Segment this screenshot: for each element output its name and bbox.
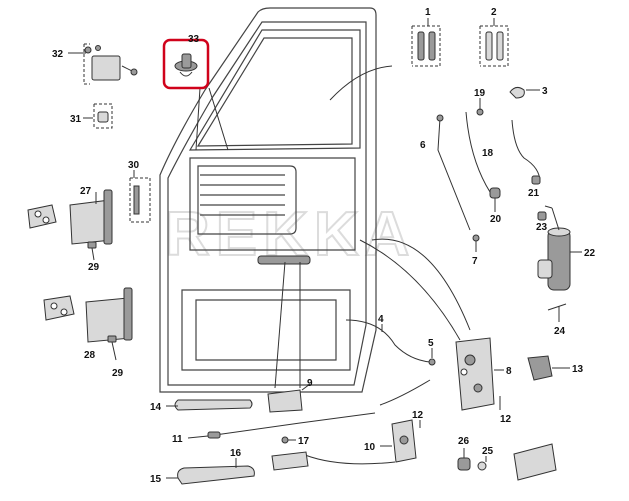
part-26-nut [457, 448, 471, 471]
part-29a-bolt [87, 241, 97, 261]
part-8-latch [455, 337, 504, 411]
callout-6: 6 [420, 140, 426, 151]
callout-4: 4 [378, 314, 384, 325]
part-24-rod [547, 303, 567, 322]
part-inner-release [271, 451, 309, 471]
part-21-rod [511, 119, 541, 185]
callout-29-upper: 29 [88, 262, 100, 273]
callout-32: 32 [52, 49, 64, 60]
callout-28: 28 [84, 350, 96, 361]
callout-18: 18 [482, 148, 494, 159]
callout-11: 11 [172, 434, 183, 445]
callout-14: 14 [150, 402, 162, 413]
callout-29-lower: 29 [112, 368, 124, 379]
callout-21: 21 [528, 188, 540, 199]
callout-17: 17 [298, 436, 310, 447]
part-5-clip [428, 348, 436, 366]
part-7-clip [472, 234, 480, 252]
part-14-handle [166, 399, 253, 411]
part-13-bumper [527, 355, 570, 381]
callout-33: 33 [188, 34, 200, 45]
callout-9: 9 [307, 378, 313, 389]
part-3-clip [509, 86, 540, 99]
callout-25: 25 [482, 446, 494, 457]
door-shell [159, 7, 377, 393]
callout-26: 26 [458, 436, 470, 447]
callout-19: 19 [474, 88, 486, 99]
part-12-clip [419, 396, 501, 428]
callout-13: 13 [572, 364, 584, 375]
part-28-hinge [43, 287, 133, 343]
callout-12-lower: 12 [412, 410, 424, 421]
part-29b-bolt [107, 335, 117, 361]
part-pad [513, 443, 557, 481]
callout-5: 5 [428, 338, 434, 349]
part-9-bracket [267, 383, 311, 413]
callout-1: 1 [425, 7, 431, 18]
part-22-actuator [537, 205, 582, 291]
callout-30: 30 [128, 160, 140, 171]
callout-23: 23 [536, 222, 548, 233]
callout-22: 22 [584, 248, 596, 259]
part-20-grommet [489, 187, 501, 212]
callout-31: 31 [70, 114, 82, 125]
part-30-bolts [129, 170, 151, 223]
callout-16: 16 [230, 448, 242, 459]
callout-labels: 33 32 31 30 27 29 28 29 1 2 3 19 6 18 21… [52, 7, 596, 485]
callout-12-upper: 12 [500, 414, 512, 425]
leader-lines [195, 65, 471, 465]
callout-7: 7 [472, 256, 478, 267]
part-1-bolts [411, 18, 441, 67]
callout-3: 3 [542, 86, 548, 97]
callout-15: 15 [150, 474, 162, 485]
part-18-rod [465, 98, 491, 193]
callout-2: 2 [491, 7, 497, 18]
callout-8: 8 [506, 366, 512, 377]
part-11-cable [187, 431, 221, 439]
callout-27: 27 [80, 186, 92, 197]
callout-20: 20 [490, 214, 502, 225]
part-15-handle [166, 465, 255, 485]
part-17-clip [281, 436, 296, 444]
part-27-hinge [27, 189, 113, 245]
part-31 [83, 103, 113, 129]
part-32-bracket [68, 43, 138, 85]
part-10-lock [380, 419, 417, 463]
part-33-clip [162, 38, 210, 90]
callout-10: 10 [364, 442, 376, 453]
part-2-bolts [479, 18, 509, 67]
part-6-rod [436, 114, 471, 231]
part-25-screw [477, 456, 487, 471]
callout-24: 24 [554, 326, 566, 337]
part-23-bushing [537, 211, 547, 221]
